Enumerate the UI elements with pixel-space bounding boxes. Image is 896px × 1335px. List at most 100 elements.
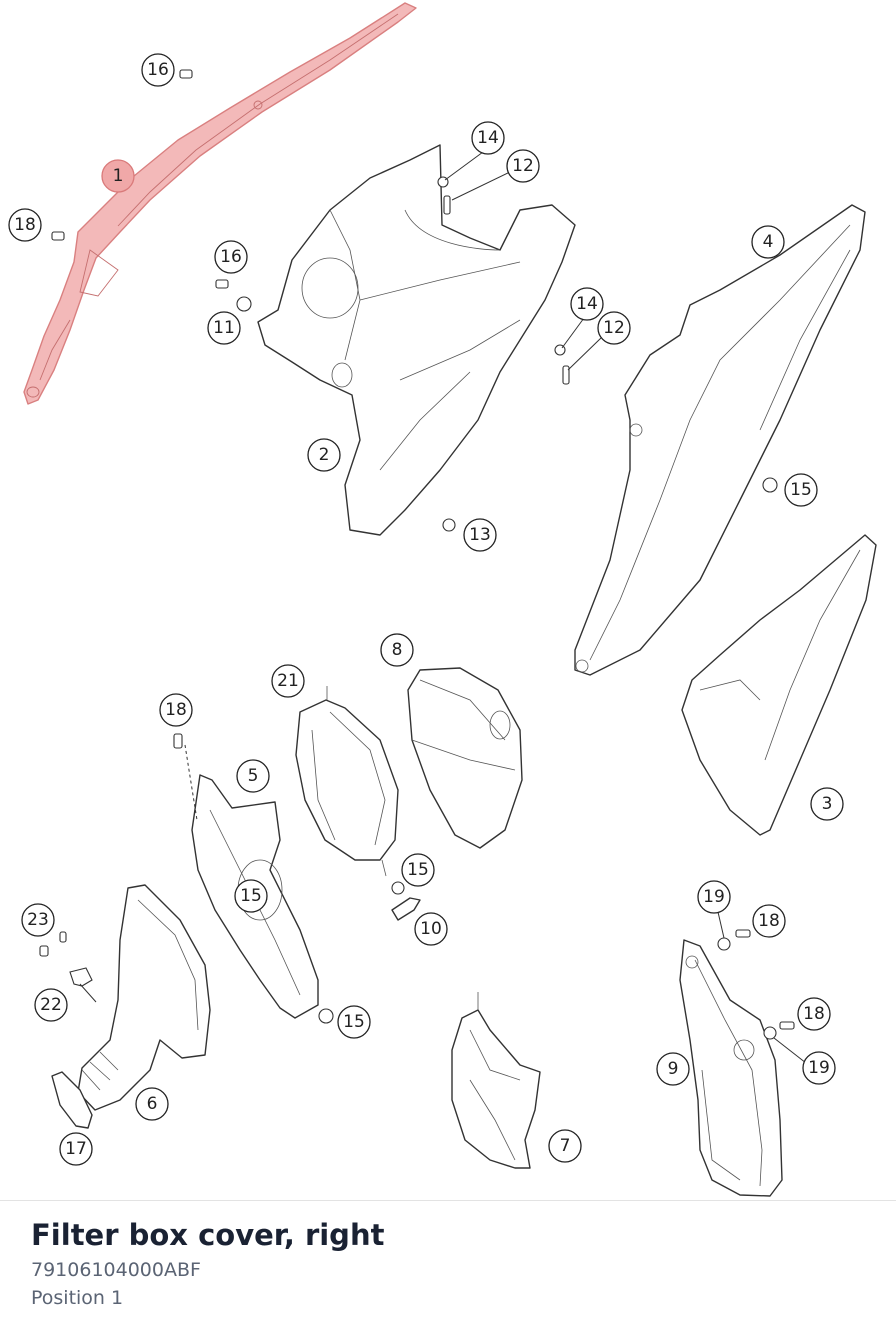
svg-text:8: 8 bbox=[392, 640, 403, 660]
part-6-intake-boot[interactable] bbox=[77, 884, 211, 1111]
callout-22[interactable]: 22 bbox=[34, 988, 68, 1022]
screw-18c bbox=[735, 929, 751, 938]
part-info-panel: Filter box cover, right 79106104000ABF P… bbox=[31, 1214, 384, 1312]
svg-text:12: 12 bbox=[512, 156, 534, 176]
svg-text:18: 18 bbox=[165, 700, 187, 720]
svg-text:11: 11 bbox=[213, 318, 235, 338]
svg-text:18: 18 bbox=[803, 1004, 825, 1024]
callout-18d[interactable]: 18 bbox=[797, 997, 831, 1031]
callout-21[interactable]: 21 bbox=[271, 664, 305, 698]
callout-5[interactable]: 5 bbox=[236, 759, 270, 793]
callout-15d[interactable]: 15 bbox=[337, 1005, 371, 1039]
svg-text:14: 14 bbox=[477, 128, 499, 148]
pin-12b bbox=[562, 365, 570, 385]
svg-text:7: 7 bbox=[560, 1136, 571, 1156]
screw-16a bbox=[179, 69, 193, 79]
callout-8[interactable]: 8 bbox=[380, 633, 414, 667]
grommet-15b bbox=[391, 881, 405, 895]
callout-9[interactable]: 9 bbox=[656, 1052, 690, 1086]
screw-23a bbox=[39, 945, 49, 957]
grommet-15a bbox=[762, 477, 778, 493]
part-1-filter-box-cover-right[interactable] bbox=[23, 2, 417, 405]
svg-text:15: 15 bbox=[240, 886, 262, 906]
callout-7[interactable]: 7 bbox=[548, 1129, 582, 1163]
svg-text:17: 17 bbox=[65, 1139, 87, 1159]
callout-14b[interactable]: 14 bbox=[570, 287, 604, 321]
callout-15a[interactable]: 15 bbox=[784, 473, 818, 507]
svg-text:1: 1 bbox=[113, 166, 124, 186]
screw-18d bbox=[779, 1021, 795, 1030]
callout-10[interactable]: 10 bbox=[414, 912, 448, 946]
svg-text:12: 12 bbox=[603, 318, 625, 338]
callout-16a[interactable]: 16 bbox=[141, 53, 175, 87]
callout-6[interactable]: 6 bbox=[135, 1087, 169, 1121]
svg-text:13: 13 bbox=[469, 525, 491, 545]
callouts: 1 16 18 16 11 14 12 2 13 4 14 12 15 8 21… bbox=[8, 53, 844, 1166]
callout-13[interactable]: 13 bbox=[463, 518, 497, 552]
svg-text:4: 4 bbox=[763, 232, 774, 252]
svg-text:10: 10 bbox=[420, 919, 442, 939]
part-9-bracket[interactable] bbox=[679, 939, 783, 1197]
callout-18a[interactable]: 18 bbox=[8, 208, 42, 242]
part-title: Filter box cover, right bbox=[31, 1218, 385, 1252]
svg-text:18: 18 bbox=[758, 911, 780, 931]
screw-18b bbox=[173, 733, 183, 749]
screw-13 bbox=[442, 518, 456, 532]
hardware bbox=[39, 69, 795, 1040]
callout-12a[interactable]: 12 bbox=[506, 149, 540, 183]
callout-19a[interactable]: 19 bbox=[697, 880, 731, 914]
pin-12a bbox=[443, 195, 451, 215]
callout-14a[interactable]: 14 bbox=[471, 121, 505, 155]
screw-18a bbox=[51, 231, 65, 241]
part-2-filter-box[interactable] bbox=[257, 144, 576, 536]
svg-text:19: 19 bbox=[703, 887, 725, 907]
svg-text:16: 16 bbox=[220, 247, 242, 267]
svg-text:2: 2 bbox=[319, 445, 330, 465]
svg-text:15: 15 bbox=[790, 480, 812, 500]
exploded-parts-diagram: 1 16 18 16 11 14 12 2 13 4 14 12 15 8 21… bbox=[8, 2, 877, 1197]
svg-text:23: 23 bbox=[27, 910, 49, 930]
svg-text:21: 21 bbox=[277, 671, 299, 691]
svg-text:9: 9 bbox=[668, 1059, 679, 1079]
part-21-air-filter[interactable] bbox=[295, 686, 399, 877]
callout-1[interactable]: 1 bbox=[101, 159, 135, 193]
callout-12b[interactable]: 12 bbox=[597, 311, 631, 345]
callout-16b[interactable]: 16 bbox=[214, 240, 248, 274]
svg-text:5: 5 bbox=[248, 766, 259, 786]
callout-15c[interactable]: 15 bbox=[234, 879, 268, 913]
callout-15b[interactable]: 15 bbox=[401, 853, 435, 887]
part-7-cover[interactable] bbox=[451, 992, 541, 1169]
part-22-sensor[interactable] bbox=[69, 967, 97, 1003]
leader-lines bbox=[444, 151, 807, 1064]
grommet-11 bbox=[236, 296, 252, 312]
svg-text:6: 6 bbox=[147, 1094, 158, 1114]
callout-23[interactable]: 23 bbox=[21, 903, 55, 937]
part-8-filter-cage[interactable] bbox=[407, 667, 523, 849]
grommet-15d bbox=[318, 1008, 334, 1024]
callout-19b[interactable]: 19 bbox=[802, 1051, 836, 1085]
callout-18b[interactable]: 18 bbox=[159, 693, 193, 727]
svg-text:15: 15 bbox=[343, 1012, 365, 1032]
svg-text:16: 16 bbox=[147, 60, 169, 80]
screw-16b bbox=[215, 279, 229, 289]
washer-19b bbox=[763, 1026, 777, 1040]
footer-divider bbox=[0, 1200, 896, 1201]
svg-text:15: 15 bbox=[407, 860, 429, 880]
svg-text:22: 22 bbox=[40, 995, 62, 1015]
callout-4[interactable]: 4 bbox=[751, 225, 785, 259]
part-4-side-cover[interactable] bbox=[574, 204, 866, 676]
part-number: 79106104000ABF bbox=[31, 1259, 201, 1281]
callout-18c[interactable]: 18 bbox=[752, 904, 786, 938]
washer-19a bbox=[717, 937, 731, 951]
svg-text:18: 18 bbox=[14, 215, 36, 235]
callout-17[interactable]: 17 bbox=[59, 1132, 93, 1166]
screw-23b bbox=[59, 931, 67, 943]
svg-text:19: 19 bbox=[808, 1058, 830, 1078]
callout-3[interactable]: 3 bbox=[810, 787, 844, 821]
callout-2[interactable]: 2 bbox=[307, 438, 341, 472]
callout-11[interactable]: 11 bbox=[207, 311, 241, 345]
svg-text:14: 14 bbox=[576, 294, 598, 314]
part-position: Position 1 bbox=[31, 1287, 124, 1309]
part-17-clamp[interactable] bbox=[51, 1071, 93, 1129]
part-3-lower-side-cover[interactable] bbox=[681, 534, 877, 836]
